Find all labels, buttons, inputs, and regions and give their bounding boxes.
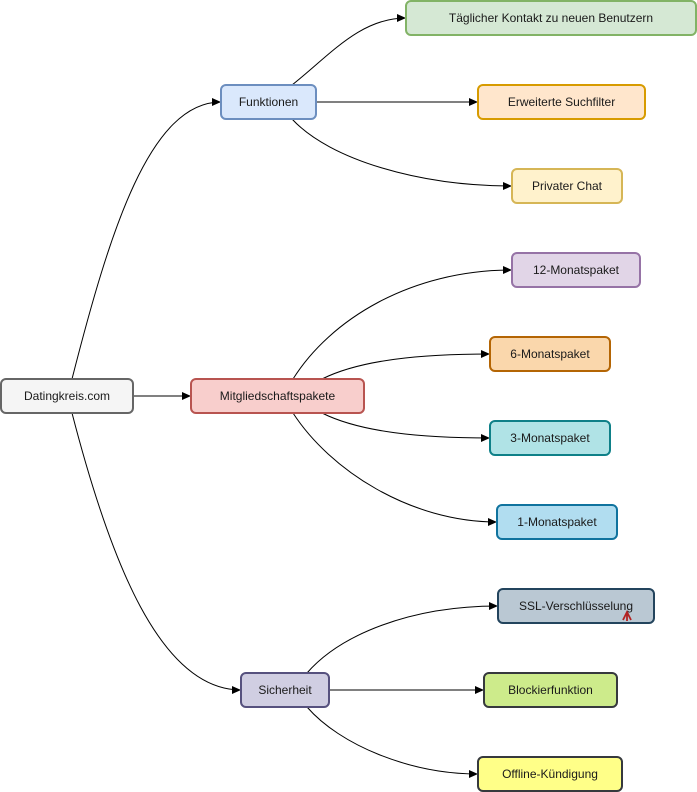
edge-packages-m3 [321, 412, 491, 442]
node-features[interactable]: Funktionen [220, 84, 317, 120]
cursor-arrow-icon [622, 609, 632, 621]
edge-root-security [71, 412, 242, 694]
edge-packages-m12 [292, 266, 513, 380]
node-security-label: Sicherheit [258, 683, 312, 697]
node-features-label: Funktionen [239, 95, 298, 109]
node-private-chat-label: Privater Chat [532, 179, 603, 193]
edge-security-ssl [306, 602, 499, 674]
node-ssl-label: SSL-Verschlüsselung [519, 599, 633, 613]
node-block[interactable]: Blockierfunktion [483, 672, 618, 708]
node-ssl[interactable]: SSL-Verschlüsselung [497, 588, 655, 624]
node-packages-label: Mitgliedschaftspakete [220, 389, 336, 403]
node-offline[interactable]: Offline-Kündigung [477, 756, 623, 792]
node-security[interactable]: Sicherheit [240, 672, 330, 708]
edges [71, 14, 513, 778]
node-search-filters-label: Erweiterte Suchfilter [508, 95, 615, 109]
node-offline-label: Offline-Kündigung [502, 767, 598, 781]
node-6-month-label: 6-Monatspaket [510, 347, 590, 361]
edge-packages-m6 [321, 350, 491, 380]
edge-security-offline [306, 706, 479, 778]
edge-features-chat [291, 118, 513, 190]
node-root[interactable]: Datingkreis.com [0, 378, 134, 414]
node-3-month[interactable]: 3-Monatspaket [489, 420, 611, 456]
node-12-month-label: 12-Monatspaket [533, 263, 620, 277]
node-packages[interactable]: Mitgliedschaftspakete [190, 378, 365, 414]
node-12-month[interactable]: 12-Monatspaket [511, 252, 641, 288]
node-private-chat[interactable]: Privater Chat [511, 168, 623, 204]
node-1-month-label: 1-Monatspaket [517, 515, 597, 529]
node-search-filters[interactable]: Erweiterte Suchfilter [477, 84, 646, 120]
node-3-month-label: 3-Monatspaket [510, 431, 590, 445]
node-root-label: Datingkreis.com [24, 389, 110, 403]
node-daily-contact[interactable]: Täglicher Kontakt zu neuen Benutzern [405, 0, 697, 36]
edge-root-features [71, 98, 222, 380]
node-6-month[interactable]: 6-Monatspaket [489, 336, 611, 372]
node-block-label: Blockierfunktion [508, 683, 593, 697]
node-1-month[interactable]: 1-Monatspaket [496, 504, 618, 540]
node-daily-contact-label: Täglicher Kontakt zu neuen Benutzern [449, 11, 653, 25]
edge-features-daily [291, 14, 407, 86]
edge-packages-m1 [292, 412, 498, 526]
